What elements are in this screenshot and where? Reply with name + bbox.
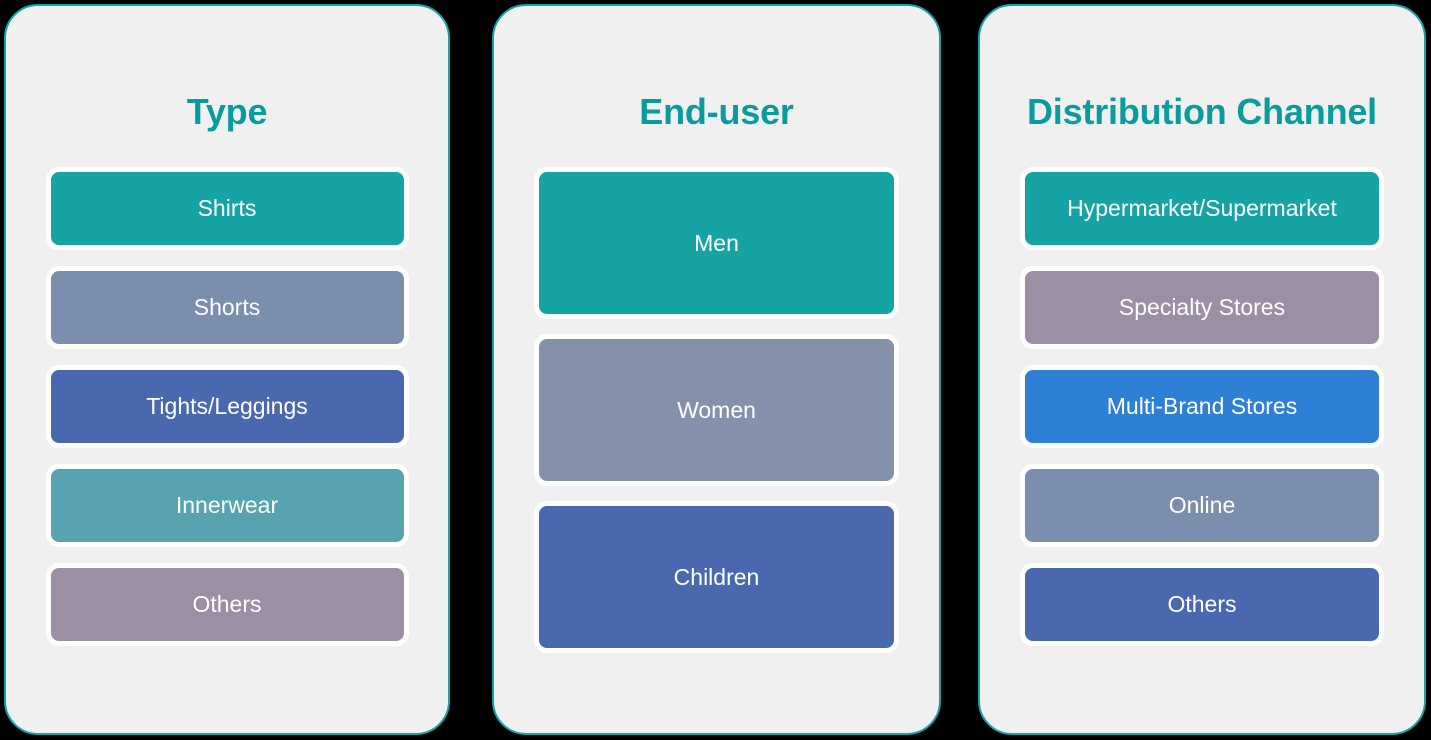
segment-item-label: Innerwear	[175, 492, 279, 519]
segment-item-online[interactable]: Online	[1020, 464, 1384, 547]
segment-panel-distribution-channel: Distribution Channel Hypermarket/Superma…	[978, 4, 1426, 735]
segment-item-label: Hypermarket/Supermarket	[1067, 195, 1337, 222]
segment-item-women[interactable]: Women	[534, 334, 899, 486]
segment-item-shirts[interactable]: Shirts	[45, 167, 409, 250]
segment-panel-type: Type Shirts Shorts Tights/Leggings Inner…	[4, 4, 450, 735]
segment-item-specialty-stores[interactable]: Specialty Stores	[1020, 266, 1384, 349]
segment-item-label: Others	[192, 591, 262, 618]
segment-item-label: Others	[1167, 591, 1237, 618]
segment-item-multi-brand-stores[interactable]: Multi-Brand Stores	[1020, 365, 1384, 448]
segment-item-label: Women	[677, 396, 756, 423]
segment-item-label: Multi-Brand Stores	[1106, 393, 1298, 420]
segment-list-type: Shirts Shorts Tights/Leggings Innerwear …	[6, 167, 448, 646]
segment-list-distribution-channel: Hypermarket/Supermarket Specialty Stores…	[980, 167, 1424, 646]
segment-item-children[interactable]: Children	[534, 501, 899, 653]
segment-item-label: Men	[694, 229, 739, 256]
segment-item-label: Specialty Stores	[1118, 294, 1286, 321]
segment-item-label: Shirts	[197, 195, 257, 222]
segment-item-shorts[interactable]: Shorts	[45, 266, 409, 349]
segment-item-label: Shorts	[193, 294, 261, 321]
segment-item-tights-leggings[interactable]: Tights/Leggings	[45, 365, 409, 448]
segment-item-label: Children	[673, 563, 760, 590]
segment-item-men[interactable]: Men	[534, 167, 899, 319]
segment-item-label: Tights/Leggings	[146, 393, 308, 420]
panel-title-end-user: End-user	[639, 91, 794, 132]
segment-item-hypermarket-supermarket[interactable]: Hypermarket/Supermarket	[1020, 167, 1384, 250]
segment-panel-end-user: End-user Men Women Children	[492, 4, 941, 735]
segment-item-label: Online	[1168, 492, 1236, 519]
panel-title-type: Type	[186, 91, 268, 132]
segment-item-others[interactable]: Others	[45, 563, 409, 646]
panel-title-distribution-channel: Distribution Channel	[1027, 91, 1377, 132]
segment-item-innerwear[interactable]: Innerwear	[45, 464, 409, 547]
segment-list-end-user: Men Women Children	[494, 167, 939, 653]
segment-item-others[interactable]: Others	[1020, 563, 1384, 646]
